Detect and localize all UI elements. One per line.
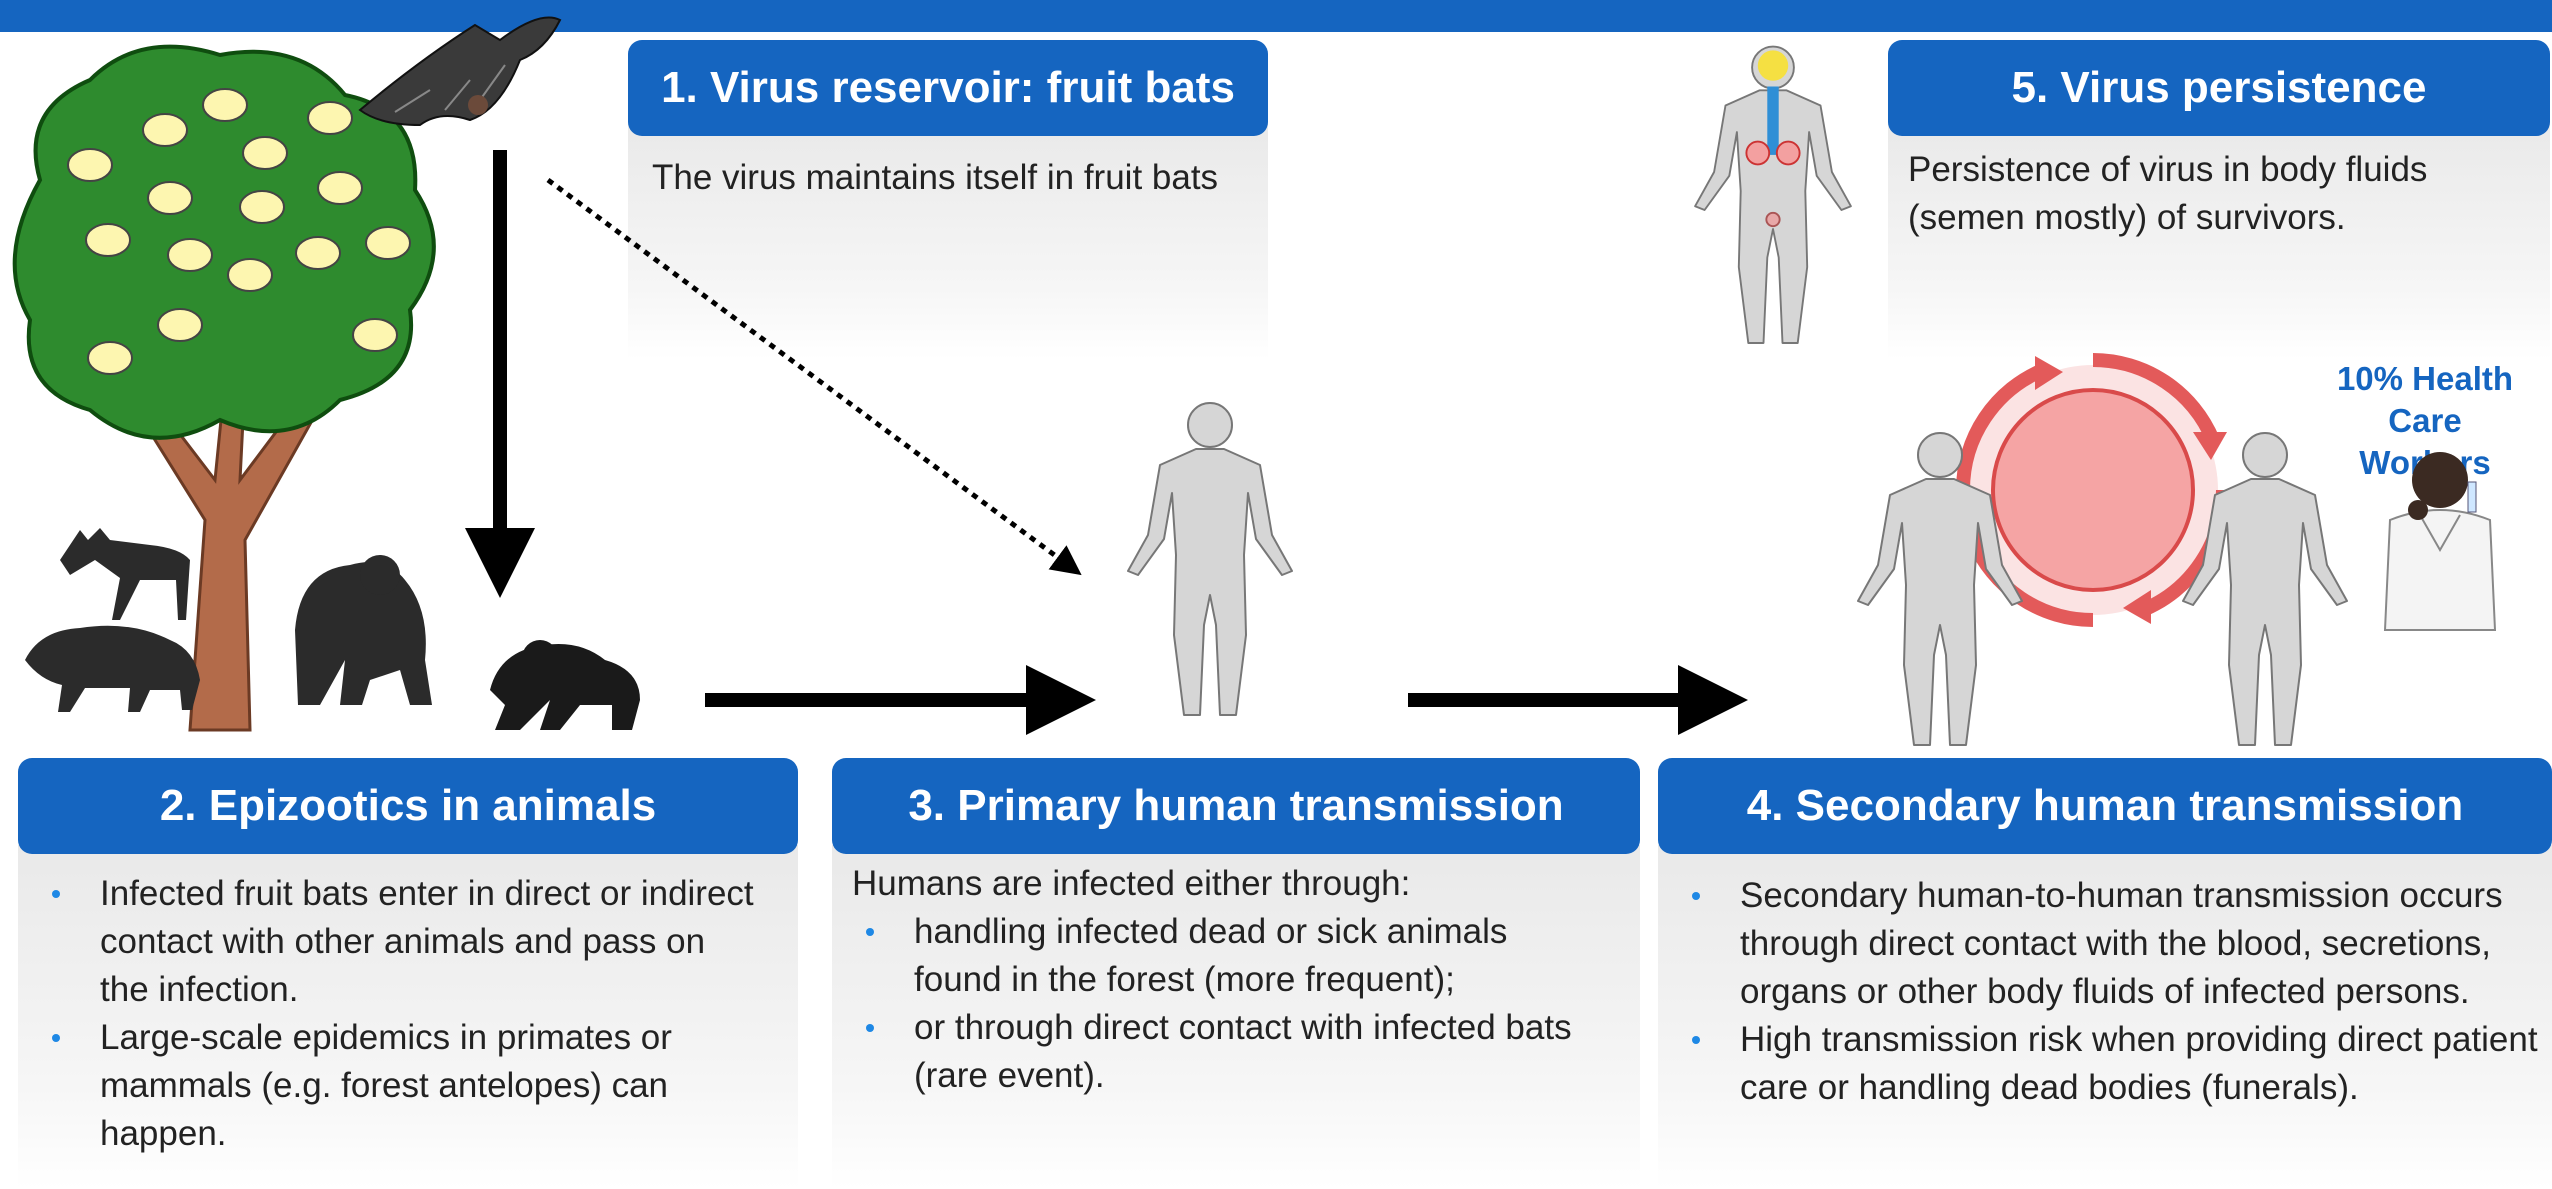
gorilla-icon <box>295 555 432 705</box>
survivor-human-figure <box>1695 47 1851 343</box>
antelope-icon <box>60 528 190 620</box>
warthog-icon <box>25 626 200 712</box>
bat-to-human-dotted-arrow <box>548 180 1072 568</box>
health-care-worker-icon <box>2385 452 2495 630</box>
primary-human-figure <box>1128 403 1292 715</box>
chimpanzee-icon <box>490 640 640 730</box>
bat-icon <box>360 18 560 126</box>
